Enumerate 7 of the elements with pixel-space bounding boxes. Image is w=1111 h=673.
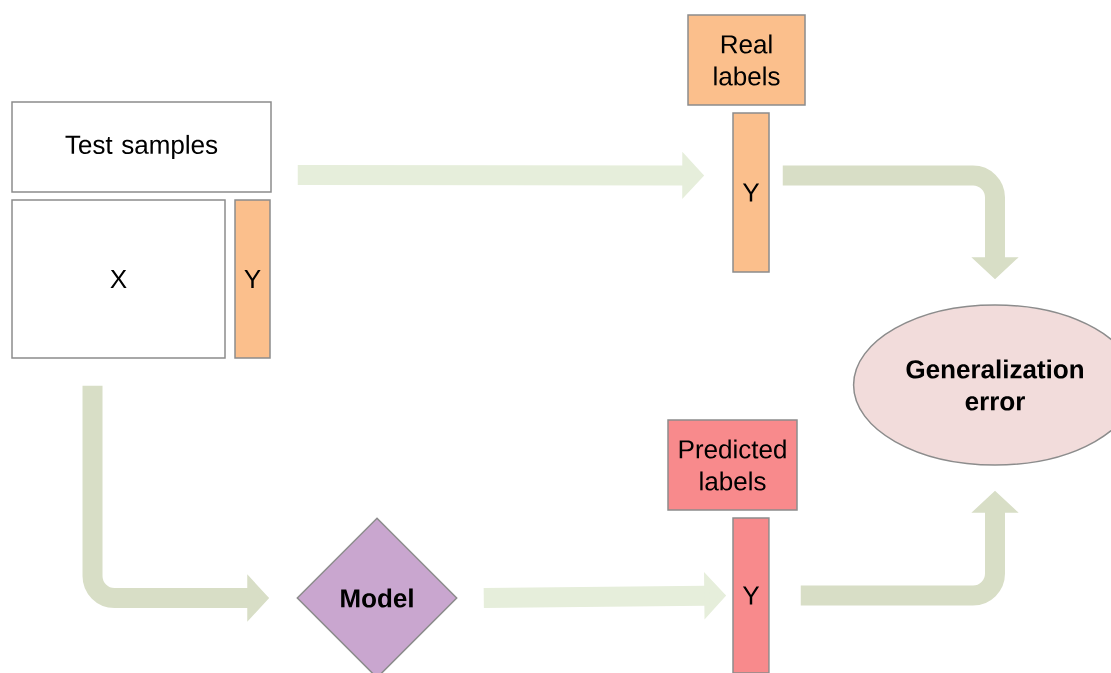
label-column: Y <box>732 112 770 273</box>
label-column: Y <box>234 199 271 359</box>
label-box: Predicted labels <box>667 419 798 511</box>
data-box: X <box>11 199 226 359</box>
label-column: Y <box>732 517 770 673</box>
process-box: Test samples <box>11 101 272 193</box>
label-box: Real labels <box>687 14 806 106</box>
